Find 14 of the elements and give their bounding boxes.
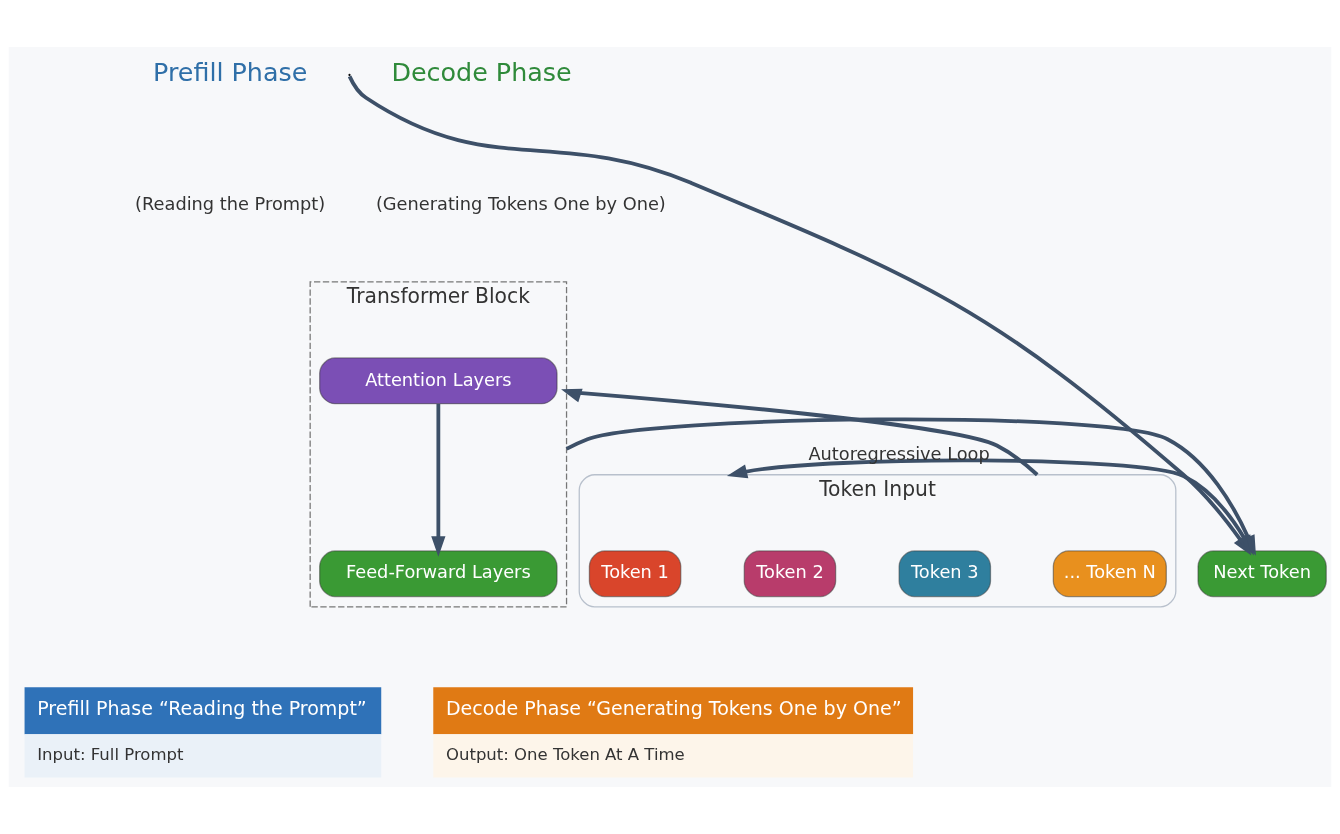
node-box: Token 2 [743,550,837,598]
label: (Generating Tokens One by One) [375,194,666,215]
node-box: Next Token [1197,550,1327,598]
label: (Reading the Prompt) [135,194,326,215]
edge-label: Autoregressive Loop [808,443,990,464]
arrow [561,388,1039,477]
node-box: ... Token N [1052,550,1167,598]
label: Decode Phase [391,57,572,88]
node-box: Feed-Forward Layers [319,550,558,598]
node-box: Attention Layers [319,357,558,405]
node-box: Token 1 [588,550,682,598]
arrow [431,403,446,557]
node-box: Token 3 [898,550,992,598]
label: Prefill Phase [153,57,308,88]
